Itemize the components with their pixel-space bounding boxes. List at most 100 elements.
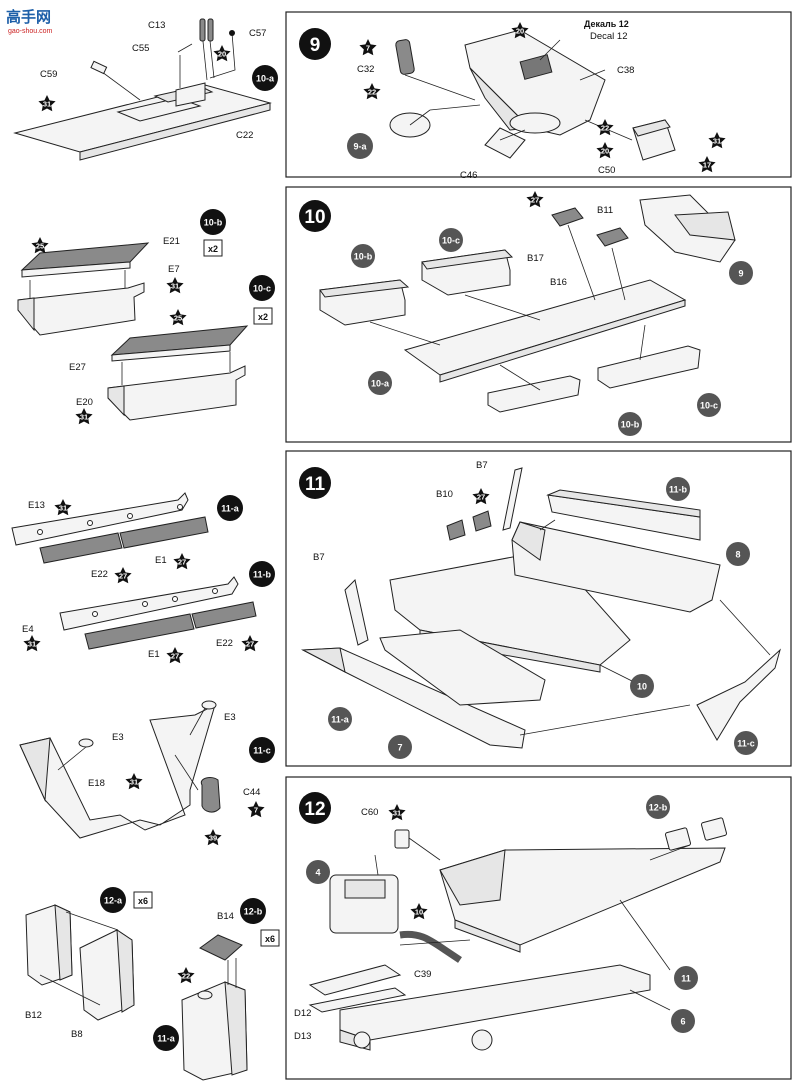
svg-text:7: 7: [254, 806, 258, 815]
step-11-drawing: [301, 467, 781, 749]
part-label-c44: C44: [243, 787, 260, 798]
svg-text:22: 22: [368, 88, 376, 97]
svg-text:11-a: 11-a: [331, 715, 350, 725]
svg-text:27: 27: [171, 652, 179, 661]
color-star-27: 27: [472, 488, 490, 505]
sub-12a-drawing: [25, 904, 135, 1021]
ref-7-badge: 7: [388, 735, 412, 759]
svg-text:31: 31: [393, 809, 401, 818]
color-star-25: 25: [31, 237, 49, 254]
color-star-31: 31: [54, 499, 72, 516]
part-label-c60: C60: [361, 807, 378, 818]
color-star-27: 27: [114, 567, 132, 584]
svg-text:10-b: 10-b: [621, 420, 640, 430]
part-label-c55: C55: [132, 43, 149, 54]
svg-text:x6: x6: [265, 934, 275, 944]
ref-12b-badge: 12-b: [240, 898, 266, 924]
part-label-d12: D12: [294, 1008, 311, 1019]
color-star-27: 27: [241, 635, 259, 652]
part-label-e27: E27: [69, 362, 86, 373]
svg-text:11-c: 11-c: [737, 739, 755, 749]
color-star-31: 31: [166, 277, 184, 294]
color-star-20: 20: [596, 142, 614, 159]
svg-text:39: 39: [209, 834, 217, 843]
svg-text:12: 12: [304, 799, 325, 820]
part-label-e20: E20: [76, 397, 93, 408]
svg-text:11-c: 11-c: [253, 746, 271, 756]
ref-9-badge: 9: [729, 261, 753, 285]
ref-6-badge: 6: [671, 1009, 695, 1033]
ref-9a-badge: 9-a: [347, 133, 373, 159]
sub-11c-drawing: [19, 700, 221, 839]
svg-text:31: 31: [28, 640, 36, 649]
color-star-20: 20: [511, 22, 529, 39]
part-label-d13: D13: [294, 1031, 311, 1042]
color-star-31: 31: [38, 95, 56, 112]
step-9-frame: [285, 11, 792, 178]
svg-text:25: 25: [174, 314, 182, 323]
step-10-drawing: [319, 194, 736, 413]
color-star-20: 20: [213, 45, 231, 62]
decal-en-label: Decal 12: [590, 31, 628, 42]
svg-text:27: 27: [178, 558, 186, 567]
step-12-frame: [285, 776, 792, 1080]
ref-11a-badge: 11-a: [217, 495, 243, 521]
step-10-frame: [285, 186, 792, 443]
step-9-number: 9: [299, 28, 331, 60]
part-label-e1: E1: [155, 555, 167, 566]
sub-11b-drawing: [59, 576, 257, 650]
svg-text:12-a: 12-a: [104, 896, 123, 906]
part-label-e18: E18: [88, 778, 105, 789]
svg-text:27: 27: [531, 196, 539, 205]
step-12-number: 12: [299, 792, 331, 824]
svg-text:10-c: 10-c: [442, 236, 460, 246]
svg-text:11: 11: [305, 474, 326, 495]
step-11-number: 11: [299, 467, 331, 499]
part-label-c46: C46: [460, 170, 477, 181]
part-label-b8: B8: [71, 1029, 83, 1040]
ref-11a-badge: 11-a: [153, 1025, 179, 1051]
svg-text:10-c: 10-c: [700, 401, 718, 411]
ref-10c-badge: 10-c: [249, 275, 275, 301]
mult-10c: x2: [253, 307, 273, 325]
sub-12b-drawing: [181, 934, 248, 1081]
svg-text:31: 31: [59, 504, 67, 513]
decal-ru-label: Декаль 12: [584, 19, 629, 29]
part-label-e1: E1: [148, 649, 160, 660]
watermark-logo: 高手网 gao-shou.com: [3, 3, 71, 37]
part-label-e21: E21: [163, 236, 180, 247]
svg-text:10-a: 10-a: [256, 74, 275, 84]
svg-text:22: 22: [601, 124, 609, 133]
svg-text:27: 27: [119, 572, 127, 581]
color-star-27: 27: [166, 647, 184, 664]
sub-10c-drawing: [107, 325, 249, 421]
part-label-c38: C38: [617, 65, 634, 76]
color-star-10: 10: [410, 903, 428, 920]
ref-11c-badge: 11-c: [734, 731, 758, 755]
ref-8-badge: 8: [726, 542, 750, 566]
part-label-b7: B7: [313, 552, 325, 563]
svg-text:10-b: 10-b: [204, 218, 223, 228]
svg-text:9: 9: [310, 35, 321, 56]
part-label-e22: E22: [216, 638, 233, 649]
color-star-27: 27: [173, 553, 191, 570]
svg-text:11: 11: [681, 974, 691, 984]
svg-text:x2: x2: [208, 244, 218, 254]
svg-text:31: 31: [43, 100, 51, 109]
part-label-c39: C39: [414, 969, 431, 980]
svg-text:10: 10: [304, 207, 325, 228]
svg-text:6: 6: [680, 1017, 685, 1027]
color-star-17: 17: [698, 156, 716, 173]
svg-text:31: 31: [171, 282, 179, 291]
svg-text:11-b: 11-b: [669, 485, 688, 495]
svg-text:12-b: 12-b: [649, 803, 668, 813]
step-11-frame: [285, 450, 792, 767]
sub-10a-drawing: [13, 18, 272, 161]
part-label-b16: B16: [550, 277, 567, 288]
color-star-22: 22: [363, 83, 381, 100]
svg-text:31: 31: [713, 137, 721, 146]
svg-text:11-a: 11-a: [157, 1034, 176, 1044]
svg-text:10: 10: [637, 682, 647, 692]
svg-text:x6: x6: [138, 896, 148, 906]
svg-text:27: 27: [246, 640, 254, 649]
